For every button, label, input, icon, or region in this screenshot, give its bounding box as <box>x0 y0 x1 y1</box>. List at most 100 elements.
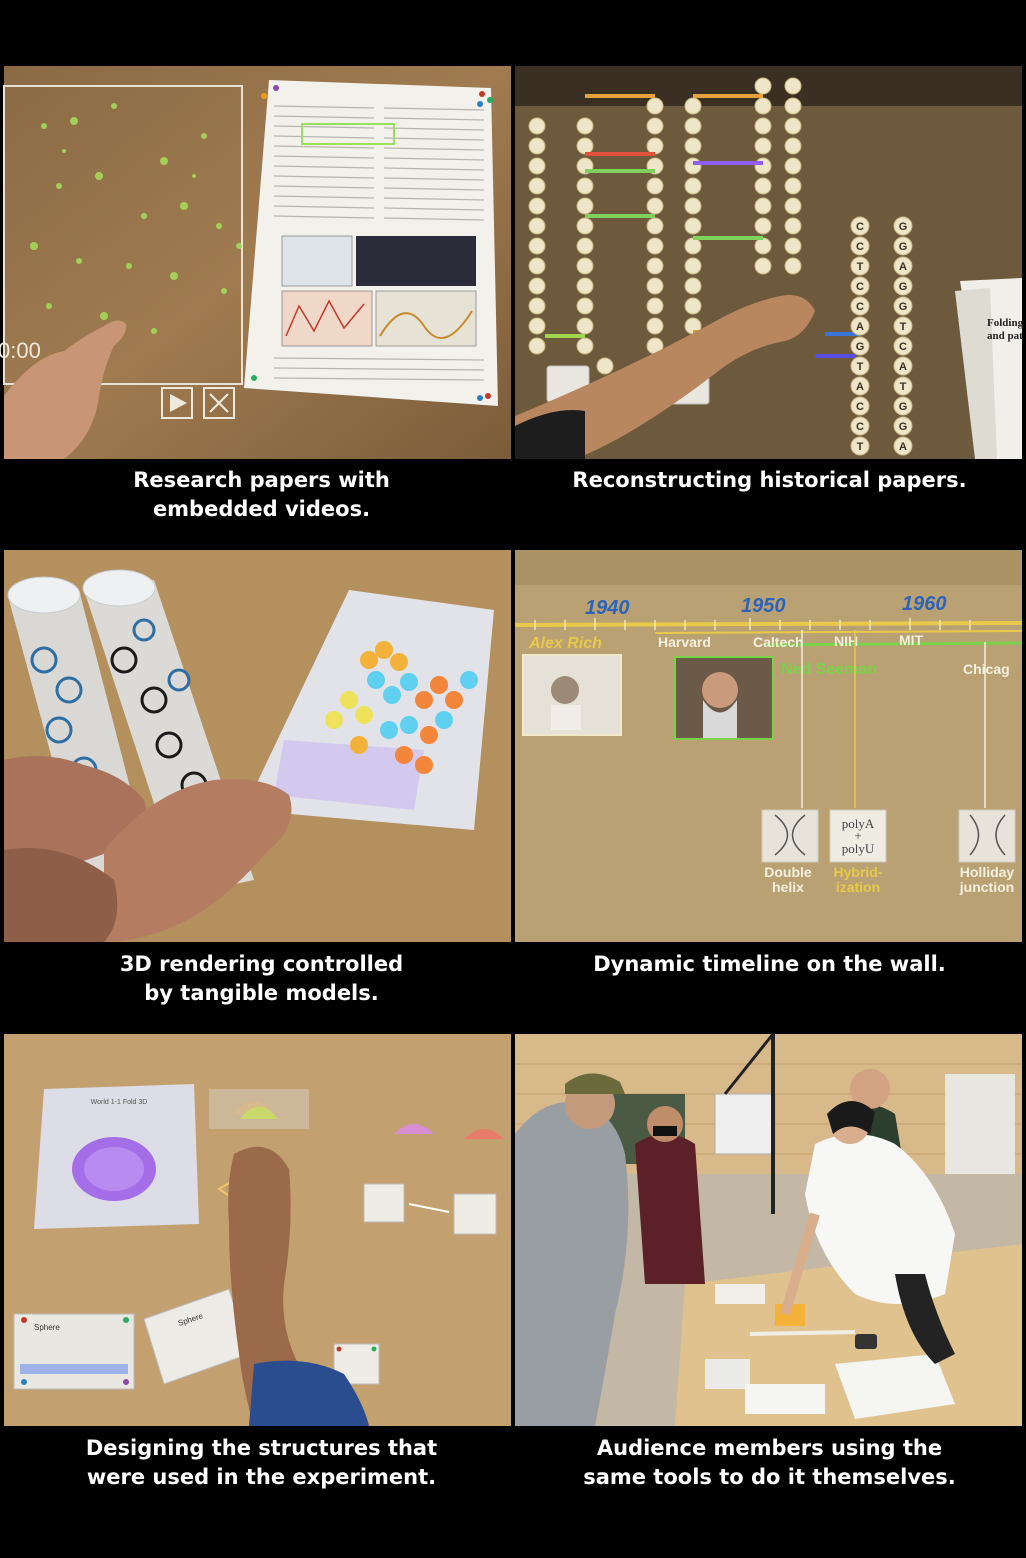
caption-line: Designing the structures that <box>85 1436 438 1460</box>
photo-designing-structures: World 1-1 Fold 3D Sphere Sphere <box>4 1034 511 1426</box>
caption-designing-structures: Designing the structures that were used … <box>0 1434 523 1492</box>
video-close-button[interactable] <box>203 387 235 419</box>
arm <box>228 1146 334 1426</box>
caption-line: Reconstructing historical papers. <box>572 468 967 492</box>
sleeve <box>515 410 585 459</box>
card-text: polyU <box>842 841 875 856</box>
dna-strand-1: C C T C C A G T A C C T <box>850 216 870 456</box>
dna-strand-2: G G A G G T C A T G G A <box>893 216 913 456</box>
caption-audience-members: Audience members using the same tools to… <box>513 1434 1026 1492</box>
caption-line: embedded videos. <box>152 497 371 521</box>
photo-tangible-models <box>4 550 511 942</box>
institution-label: Caltech <box>753 634 804 650</box>
booklet-title: Folding <box>987 317 1024 329</box>
photo-historical-papers: C C T C C A G T A C C T <box>515 66 1024 459</box>
caption-line: 3D rendering controlled <box>119 952 404 976</box>
institution-label: Harvard <box>658 634 711 650</box>
paper-sheet <box>835 1354 955 1419</box>
base-letter: A <box>856 321 864 333</box>
base-letter: T <box>900 321 907 333</box>
caption-line: Dynamic timeline on the wall. <box>593 952 946 976</box>
concept-label: ization <box>836 879 880 895</box>
base-letter: T <box>900 381 907 393</box>
caption-line: by tangible models. <box>144 981 379 1005</box>
timeline-year: 1940 <box>585 597 630 619</box>
paper-highlight-box <box>301 123 395 145</box>
concept-label: helix <box>772 879 804 895</box>
panel-tangible-models: 3D rendering controlled by tangible mode… <box>0 540 513 1030</box>
photo-timeline-wall: 1940 1950 1960 Harvard Caltech NIH MIT <box>514 550 1023 942</box>
base-letter: T <box>857 361 864 373</box>
sphere-card[interactable] <box>13 1313 135 1390</box>
base-letter: G <box>899 241 908 253</box>
panel-designing-structures: World 1-1 Fold 3D Sphere Sphere <box>0 1030 513 1558</box>
video-particles <box>30 103 242 334</box>
person-name: Alex Rich <box>528 635 602 652</box>
base-letter: C <box>856 301 864 313</box>
person-name: Ned Seeman <box>781 661 877 678</box>
base-letter: C <box>856 221 864 233</box>
concept-card-hybridization[interactable] <box>829 809 887 863</box>
panel-historical-papers: C C T C C A G T A C C T <box>513 0 1026 540</box>
timeline-year: 1960 <box>902 593 947 615</box>
base-letter: C <box>856 281 864 293</box>
paper-booklet: Folding and pat <box>955 278 1024 459</box>
sheet-title: World 1-1 Fold 3D <box>91 1099 148 1106</box>
base-letter: C <box>856 401 864 413</box>
concept-label: Holliday <box>960 864 1015 880</box>
person-white-jacket <box>805 1134 955 1304</box>
panel-research-papers: 0:00 <box>0 0 513 540</box>
base-letter: T <box>857 441 864 453</box>
video-frame <box>3 85 243 385</box>
dna-base-columns <box>528 77 802 415</box>
concept-label: Double <box>764 864 812 880</box>
sleeve <box>249 1360 369 1426</box>
projected-strand <box>749 1330 856 1336</box>
research-paper-sheet <box>244 80 498 406</box>
concept-card-holliday[interactable] <box>958 809 1016 863</box>
tangible-card[interactable] <box>453 1193 497 1235</box>
base-letter: G <box>899 221 908 233</box>
concept-label: Hybrid- <box>834 864 883 880</box>
timeline-axis <box>514 621 1023 627</box>
timeline-year: 1950 <box>741 595 786 617</box>
rendered-structure <box>325 641 478 774</box>
institution-label: NIH <box>834 633 858 649</box>
base-letter: G <box>899 281 908 293</box>
panel-timeline-wall: 1940 1950 1960 Harvard Caltech NIH MIT <box>513 540 1026 1030</box>
tangible-scene <box>4 550 511 942</box>
video-play-button[interactable] <box>161 387 193 419</box>
whiteboard <box>714 1093 776 1155</box>
caption-tangible-models: 3D rendering controlled by tangible mode… <box>0 950 523 1008</box>
caption-line: same tools to do it themselves. <box>583 1465 956 1489</box>
booklet-title: and pat <box>987 330 1023 342</box>
base-letter: T <box>857 261 864 273</box>
panel-audience-members: Audience members using the same tools to… <box>513 1030 1026 1558</box>
design-scene: World 1-1 Fold 3D Sphere Sphere <box>4 1034 511 1426</box>
card-text: polyA <box>842 816 875 831</box>
timeline-scene: 1940 1950 1960 Harvard Caltech NIH MIT <box>514 550 1023 942</box>
caption-line: were used in the experiment. <box>86 1465 437 1489</box>
photo-research-papers: 0:00 <box>0 66 511 459</box>
base-letter: A <box>899 361 907 373</box>
base-letter: G <box>899 301 908 313</box>
base-letter: A <box>856 381 864 393</box>
caption-line: Research papers with <box>133 468 390 492</box>
dna-projection-scene: C C T C C A G T A C C T <box>515 66 1024 459</box>
card-text: + <box>854 828 861 843</box>
tangible-card[interactable] <box>363 1183 405 1223</box>
base-letter: C <box>856 241 864 253</box>
base-letter: G <box>899 421 908 433</box>
caption-historical-papers: Reconstructing historical papers. <box>513 466 1026 495</box>
concept-label: junction <box>959 879 1014 895</box>
person-masked <box>635 1134 705 1284</box>
base-letter: A <box>899 261 907 273</box>
base-letter: C <box>856 421 864 433</box>
caption-timeline-wall: Dynamic timeline on the wall. <box>513 950 1026 979</box>
institution-label: Chicag <box>963 661 1010 677</box>
caption-line: Audience members using the <box>596 1436 943 1460</box>
concept-card-double-helix[interactable] <box>761 809 819 863</box>
table-scene: 0:00 <box>0 66 511 459</box>
person-grey-shirt <box>515 1102 629 1426</box>
video-time-label: 0:00 <box>0 338 41 363</box>
